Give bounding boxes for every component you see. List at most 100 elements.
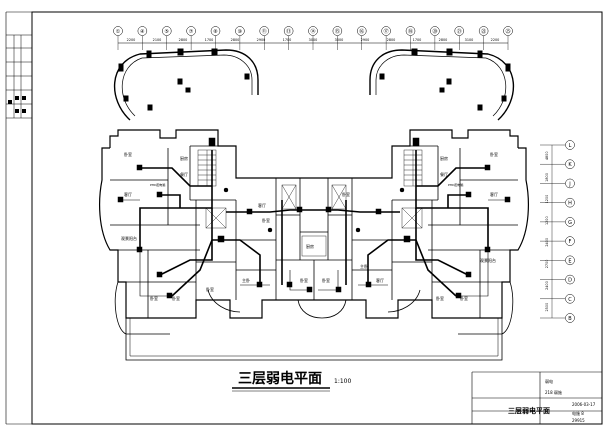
room-label: 厨房 (306, 243, 314, 249)
grid-bubble (503, 26, 513, 36)
dimension-label: 2800 (439, 38, 448, 42)
title-block-field: 弱电 (545, 378, 553, 384)
grid-label: D (568, 278, 572, 284)
grid-label: G (568, 220, 572, 226)
grid-label: ⑧ (213, 29, 218, 35)
room-label: 客厅 (258, 202, 266, 208)
dimension-label: 2400 (545, 281, 549, 290)
room-label: 厨房 (180, 155, 188, 161)
grid-bubble (137, 26, 148, 36)
room-label: 卧室 (460, 295, 468, 301)
title-block-field: 2006-03-17 (572, 402, 596, 407)
grid-label: C (568, 297, 572, 303)
grid-bubble (565, 197, 575, 208)
title-block-field: 29915 (572, 418, 585, 423)
grid-bubble (565, 294, 575, 304)
room-label: 餐厅 (440, 171, 448, 177)
room-label: 卧室 (436, 295, 444, 301)
outer-frame (31, 11, 603, 425)
dimension-label: 3000 (335, 38, 344, 42)
room-label: 卧室 (172, 295, 180, 301)
dimension-label: 1800 (545, 173, 549, 182)
grid-label: L (569, 143, 572, 149)
dimension-label: 2500 (545, 303, 549, 312)
grid-label: ⑩ (238, 29, 243, 35)
room-labels: 卧室 客厅 厨房 餐厅 观景阳台 卧室 卧室 卧室 主卧 卧室 客厅 卧室 卧室… (121, 151, 498, 301)
dimension-label: 3100 (465, 38, 474, 42)
grid-label: ⑳ (432, 28, 437, 35)
dimension-label: 2800 (231, 38, 240, 42)
grid-bubble (357, 26, 367, 36)
binding-strip-cells (6, 34, 32, 119)
grid-bubble (405, 26, 416, 36)
grid-label: ⑬ (286, 28, 291, 35)
grid-bubble (454, 26, 464, 36)
grid-bubble (478, 26, 489, 36)
grid-bubble (283, 26, 294, 36)
dimension-label: 2200 (127, 38, 136, 42)
grid-bubble (162, 26, 172, 36)
grid-bubble (565, 236, 575, 246)
dimension-label: 1700 (283, 38, 292, 42)
grid-bubble (259, 26, 269, 36)
room-label: 卧室 (150, 295, 158, 301)
grid-label: ⑮ (335, 28, 340, 35)
grid-bubble (381, 26, 391, 36)
grid-bubble (308, 26, 318, 36)
grid-label: E (568, 258, 571, 264)
room-label: 观景阳台 (480, 257, 496, 263)
grid-label: B (568, 316, 572, 322)
dimension-label: 1700 (413, 38, 422, 42)
grid-label: ① (116, 29, 121, 35)
drawing-scale: 1:100 (334, 378, 351, 385)
floor-walls (99, 129, 529, 361)
grid-label: K (568, 162, 572, 168)
title-block-sheet-name: 三层弱电平面 (508, 406, 550, 415)
grid-label: ⑱ (408, 28, 413, 35)
grid-label: ⑪ (262, 28, 267, 35)
dimension-label: 1200 (545, 195, 549, 204)
room-label: 餐厅 (180, 171, 188, 177)
grid-label: F (569, 239, 572, 245)
grid-bubble (565, 274, 575, 285)
grid-bubble (235, 26, 245, 36)
drawing-title: 三层弱电平面 (238, 370, 322, 387)
grid-label: ㉕ (505, 28, 510, 35)
dimension-label: 3000 (309, 38, 318, 42)
room-label: PHD配电箱 (150, 182, 165, 187)
grid-bubble (186, 26, 196, 36)
building-outline (113, 48, 515, 121)
dimension-label: 2700 (545, 260, 549, 269)
grid-bubble (565, 313, 575, 323)
grid-bubble (565, 217, 575, 227)
grid-bubble (565, 159, 575, 169)
grid-label: J (568, 181, 570, 187)
room-label: 主卧 (360, 263, 368, 269)
room-label: 卧室 (322, 277, 330, 283)
dimension-label: 2400 (545, 238, 549, 247)
grid-bubble (332, 26, 343, 36)
title-block-field: 218 弱施 (545, 389, 562, 395)
grid-label: ④ (140, 29, 145, 35)
room-label: PHD配电箱 (448, 182, 463, 187)
room-label: 卧室 (124, 151, 132, 157)
grid-bubble (430, 26, 440, 36)
dimension-label: 2900 (361, 38, 370, 42)
device-symbols (117, 137, 511, 299)
room-label: 卧室 (262, 217, 270, 223)
grid-label: ⑤ (165, 29, 169, 35)
dimension-label: 1200 (545, 216, 549, 225)
interior-walls (110, 145, 518, 318)
room-label: 卧室 (206, 286, 214, 292)
room-label: 卧室 (490, 151, 498, 157)
room-label: 观景阳台 (121, 235, 137, 241)
room-label: 卧室 (342, 191, 350, 197)
room-label: 客厅 (376, 277, 384, 283)
grid-label: ⑯ (359, 28, 364, 35)
stair-core-right (401, 149, 423, 229)
grid-bubble (565, 178, 575, 189)
grid-label: ⑦ (189, 29, 194, 35)
